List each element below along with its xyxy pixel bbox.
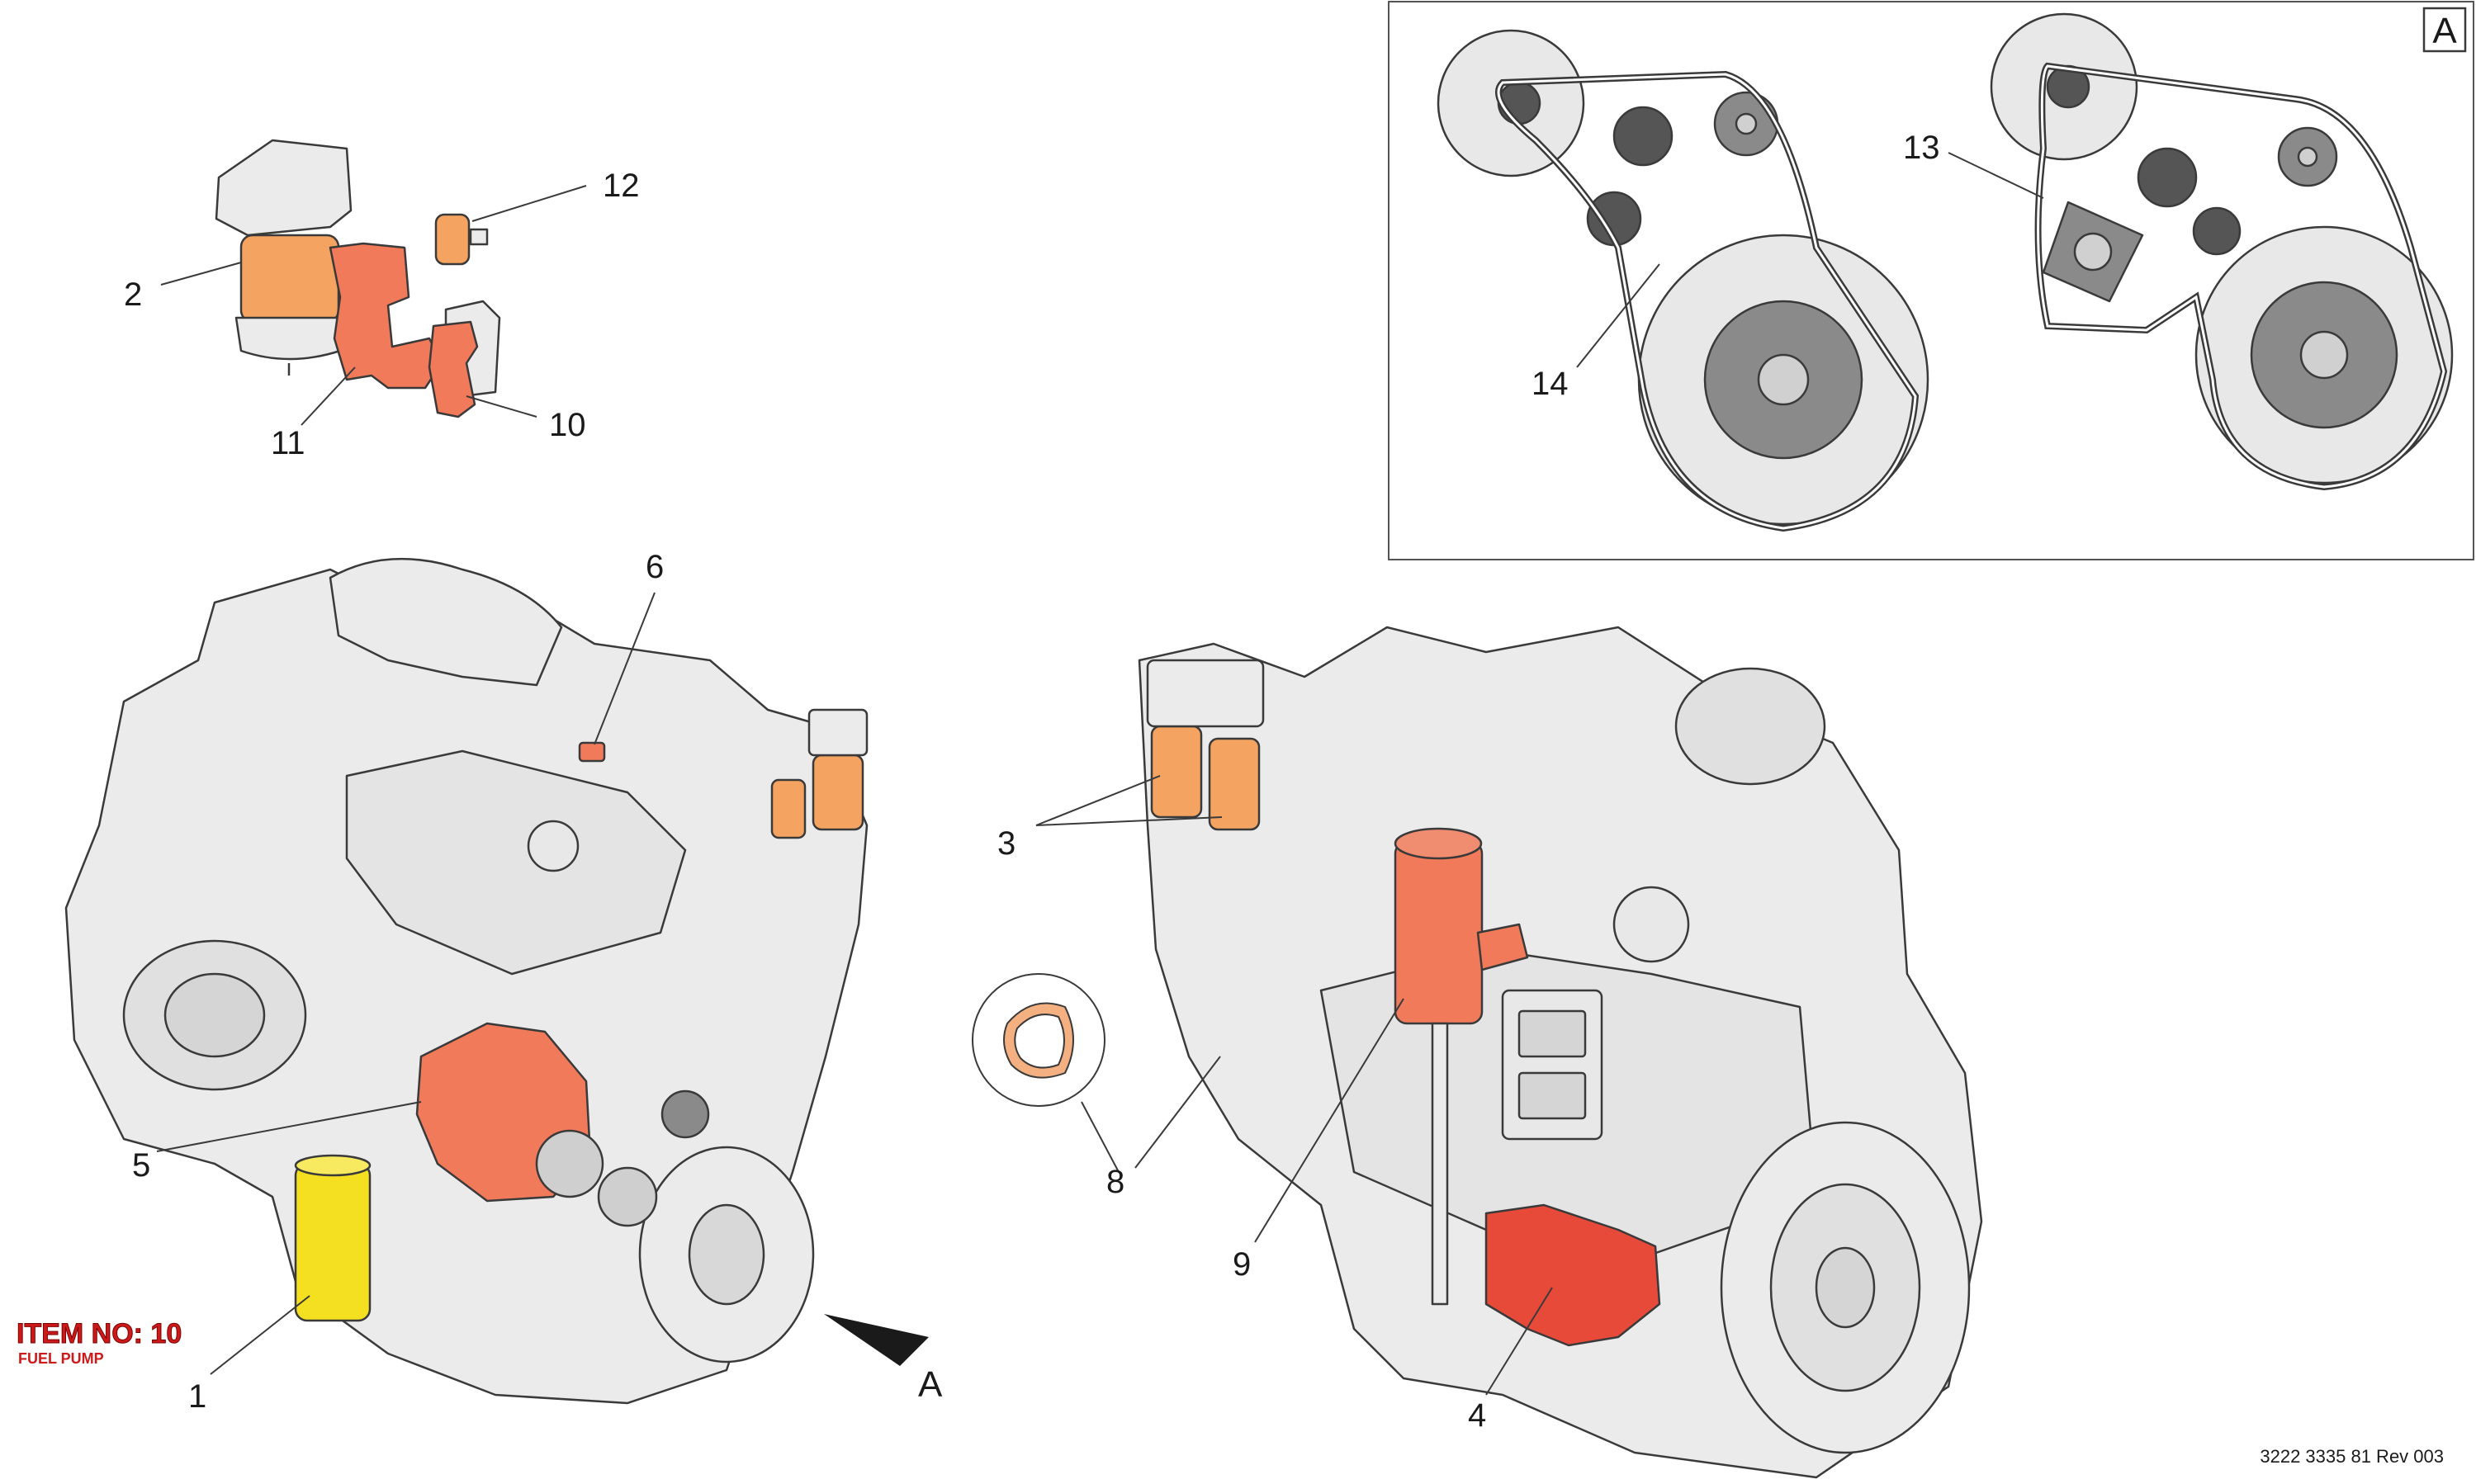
right-engine bbox=[972, 626, 1983, 1479]
belt-layout-13 bbox=[1990, 12, 2454, 491]
crank-pulley-center bbox=[1757, 353, 1810, 406]
callout-11: 11 bbox=[271, 425, 305, 461]
leader-8a bbox=[1081, 1101, 1120, 1173]
item-note-subtitle: FUEL PUMP bbox=[18, 1350, 104, 1367]
alternator-pulley bbox=[535, 1129, 604, 1198]
callout-10: 10 bbox=[549, 407, 586, 443]
item-9-top bbox=[1394, 827, 1483, 860]
fuel-pump-housing-11 bbox=[329, 242, 443, 390]
leader-11 bbox=[301, 366, 356, 426]
callout-labels: 2 12 11 10 14 13 6 3 5 1 8 9 4 A bbox=[124, 130, 1940, 1434]
fuel-pump-highlight bbox=[428, 320, 479, 418]
inset-label-box bbox=[2422, 7, 2467, 53]
ecu-connector-1 bbox=[1517, 1009, 1587, 1058]
callout-2: 2 bbox=[124, 276, 142, 313]
callout-9: 9 bbox=[1233, 1246, 1251, 1283]
belt-layout-14 bbox=[1437, 29, 1929, 532]
left-engine-head-cover bbox=[345, 749, 687, 976]
idler-pulley-center bbox=[1735, 112, 1758, 135]
left-engine bbox=[64, 557, 929, 1405]
filter-head bbox=[215, 139, 353, 237]
small-fuel-filter-12 bbox=[434, 213, 489, 266]
item-note-title: ITEM NO: 10 bbox=[17, 1318, 182, 1349]
item-9-pipe bbox=[1431, 1022, 1449, 1306]
callout-13: 13 bbox=[1903, 130, 1940, 166]
idler-pulley-2-center bbox=[2297, 146, 2318, 168]
callout-8: 8 bbox=[1106, 1164, 1124, 1200]
tensioner-pulley-2b bbox=[2192, 206, 2242, 256]
left-engine-turbo-inner bbox=[163, 972, 266, 1058]
leader-3a bbox=[1035, 775, 1161, 826]
item-6-highlight bbox=[578, 741, 606, 763]
inset-label: A bbox=[2432, 11, 2457, 51]
leader-5 bbox=[156, 1101, 422, 1152]
fuel-filter-left-head bbox=[807, 708, 869, 757]
callout-1: 1 bbox=[188, 1378, 206, 1415]
tensioner-arm-pulley bbox=[1612, 106, 1674, 167]
water-pump-pulley bbox=[660, 1089, 710, 1139]
belt-routing-inset: A bbox=[1388, 1, 2474, 560]
left-engine-top-manifold bbox=[329, 557, 563, 687]
callout-12: 12 bbox=[603, 168, 640, 204]
view-marker-label: A bbox=[918, 1364, 943, 1405]
leader-9 bbox=[1254, 998, 1404, 1243]
callout-4: 4 bbox=[1468, 1397, 1486, 1434]
small-filter-highlight bbox=[434, 213, 471, 266]
leader-lines bbox=[156, 152, 2044, 1396]
ecu-connector-2 bbox=[1517, 1071, 1587, 1120]
compressor-hub bbox=[2073, 232, 2113, 272]
document-number: 3222 3335 81 Rev 003 bbox=[2260, 1446, 2444, 1467]
filter-bowl bbox=[234, 316, 345, 361]
leader-2 bbox=[160, 262, 242, 286]
fuel-filter-right-head bbox=[1146, 659, 1265, 728]
fan-pulley bbox=[597, 1166, 658, 1227]
leader-6 bbox=[594, 592, 656, 745]
leader-13 bbox=[1948, 152, 2044, 199]
oil-filter-top bbox=[294, 1154, 372, 1177]
item-note: ITEM NO: 10 FUEL PUMP bbox=[17, 1318, 182, 1368]
view-arrow bbox=[824, 1314, 929, 1366]
small-filter-bracket bbox=[469, 228, 489, 246]
callout-14: 14 bbox=[1532, 366, 1569, 402]
gasket-hole bbox=[1014, 1014, 1065, 1069]
leader-4 bbox=[1485, 1287, 1553, 1396]
right-engine-cap bbox=[1612, 886, 1690, 963]
starter-motor-highlight bbox=[1484, 1203, 1661, 1347]
leader-3b bbox=[1035, 816, 1223, 826]
leader-8b bbox=[1134, 1056, 1221, 1169]
belt-14-inner bbox=[1497, 73, 1917, 530]
item-9-outlet bbox=[1476, 923, 1529, 971]
callout-5: 5 bbox=[132, 1147, 150, 1184]
fuel-pump-10 bbox=[428, 300, 501, 418]
crank-pulley-center-2 bbox=[2299, 330, 2349, 380]
filter-body-highlight bbox=[239, 234, 340, 324]
belt-13-inner bbox=[2037, 64, 2445, 489]
pump-housing-highlight bbox=[329, 242, 443, 390]
fuel-filter-left-1 bbox=[812, 754, 864, 831]
fuel-filter-left-2 bbox=[770, 778, 807, 839]
fuel-filter-assembly-2 bbox=[215, 139, 353, 376]
leader-12 bbox=[471, 185, 587, 222]
callout-6: 6 bbox=[646, 549, 664, 585]
left-engine-flywheel-hub bbox=[688, 1203, 765, 1306]
right-engine-flywheel-hub bbox=[1815, 1246, 1876, 1329]
right-engine-turbo bbox=[1674, 667, 1826, 786]
fuel-filter-right-2 bbox=[1208, 737, 1261, 831]
callout-3: 3 bbox=[997, 825, 1015, 862]
leader-10 bbox=[466, 395, 537, 418]
fuel-filter-right-1 bbox=[1150, 725, 1203, 819]
leader-1 bbox=[210, 1295, 310, 1375]
item-9-highlight bbox=[1394, 840, 1484, 1025]
oil-filler-cap bbox=[527, 820, 580, 872]
leader-14 bbox=[1576, 263, 1660, 368]
tensioner-pulley-2 bbox=[2137, 147, 2198, 208]
